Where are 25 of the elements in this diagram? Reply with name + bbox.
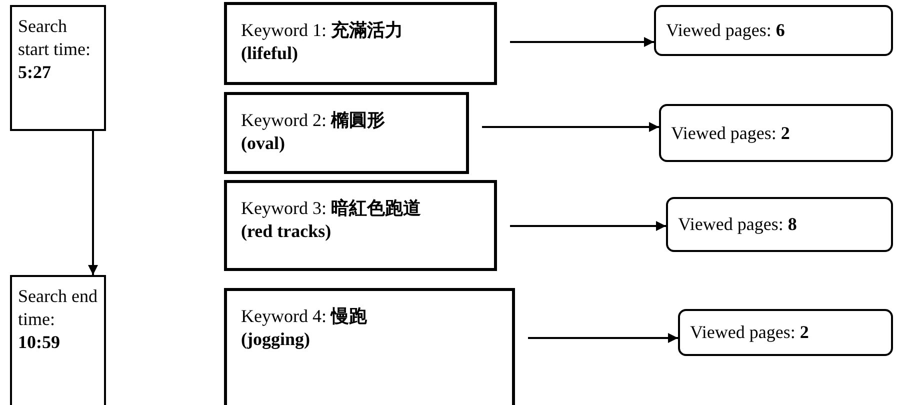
keyword-text: Keyword 2: 橢圓形 (oval) — [241, 109, 386, 155]
arrow — [510, 221, 666, 231]
result-text: Viewed pages: 2 — [671, 122, 790, 144]
keyword-text: Keyword 4: 慢跑 (jogging) — [241, 305, 368, 351]
time-box — [10, 275, 106, 405]
result-box — [659, 104, 893, 162]
result-box — [666, 197, 893, 252]
keyword-box — [224, 2, 497, 85]
keyword-box — [224, 288, 515, 405]
time-text: Search end time: 10:59 — [18, 285, 98, 354]
keyword-box — [224, 180, 497, 271]
keyword-box — [224, 92, 469, 174]
result-text: Viewed pages: 6 — [666, 19, 785, 42]
arrow — [88, 131, 98, 275]
keyword-text: Keyword 3: 暗紅色跑道 (red tracks) — [241, 197, 422, 243]
result-box — [678, 309, 893, 356]
arrow — [528, 333, 678, 343]
time-box — [10, 5, 106, 131]
result-box — [654, 5, 893, 56]
keyword-text: Keyword 1: 充滿活力 (lifeful) — [241, 19, 404, 65]
result-text: Viewed pages: 2 — [690, 321, 809, 344]
arrow — [482, 122, 659, 132]
time-text: Search start time: 5:27 — [18, 15, 92, 84]
arrow — [510, 37, 654, 47]
result-text: Viewed pages: 8 — [678, 213, 797, 236]
